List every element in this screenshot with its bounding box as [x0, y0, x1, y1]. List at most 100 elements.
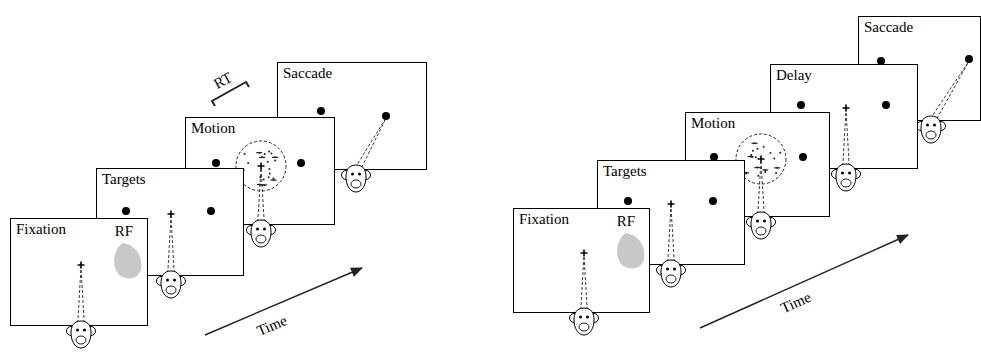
motion-dot	[752, 150, 754, 152]
motion-dot	[755, 156, 757, 158]
gaze-line	[843, 110, 847, 171]
monkey-face	[251, 220, 271, 247]
panel-content	[317, 107, 390, 192]
screen-panel: FixationRF	[10, 218, 148, 326]
motion-dot	[773, 158, 775, 160]
motion-dot	[243, 169, 245, 171]
monkey-head	[657, 260, 686, 287]
screen-panel: Fixation RF	[513, 208, 650, 313]
motion-dot	[268, 150, 270, 152]
panel-content	[877, 55, 973, 143]
choice-target	[207, 207, 215, 215]
gaze-line	[171, 216, 175, 278]
choice-target	[799, 153, 807, 161]
monkey-face	[574, 308, 594, 335]
motion-dot	[247, 162, 249, 164]
monkey-head	[67, 321, 96, 348]
monkey-muzzle	[756, 227, 766, 235]
motion-dot	[244, 153, 246, 155]
monkey-muzzle	[256, 235, 266, 243]
motion-dot	[267, 161, 269, 163]
panel-content	[212, 141, 305, 247]
fixation-point	[258, 163, 265, 170]
motion-dot	[742, 161, 744, 163]
motion-streak	[259, 157, 265, 158]
gaze-line	[584, 255, 588, 315]
monkey-head	[832, 164, 861, 191]
motion-dot	[274, 160, 276, 162]
monkey-muzzle	[579, 323, 589, 331]
gaze-line	[78, 267, 82, 328]
gaze-line	[360, 118, 387, 172]
monkey-eye	[926, 124, 929, 127]
gaze-line	[846, 110, 850, 171]
choice-target	[624, 197, 632, 205]
motion-streak	[748, 156, 754, 157]
motion-dot	[775, 172, 777, 174]
monkey-head	[342, 165, 371, 192]
choice-target	[877, 57, 885, 65]
gaze-line	[168, 216, 172, 278]
monkey-head	[917, 116, 946, 143]
motion-streak	[754, 167, 760, 168]
monkey-eye	[351, 173, 354, 176]
motion-aperture	[736, 134, 786, 184]
monkey-muzzle	[841, 179, 851, 187]
panel-title: Saccade	[283, 65, 332, 82]
monkey-eye	[83, 329, 86, 332]
monkey-eye	[579, 316, 582, 319]
monkey-muzzle	[166, 286, 176, 294]
motion-dot	[763, 146, 765, 148]
monkey-head	[570, 308, 599, 335]
motion-dot	[770, 152, 772, 154]
gaze-line	[258, 168, 262, 227]
motion-dot	[779, 152, 781, 154]
monkey-muzzle	[926, 131, 936, 139]
choice-target	[317, 107, 325, 115]
motion-dot	[757, 175, 759, 177]
motion-streak	[272, 157, 278, 158]
monkey-face	[751, 212, 771, 239]
motion-dot	[268, 168, 270, 170]
motion-dot	[263, 179, 265, 181]
gaze-line	[668, 206, 672, 267]
monkey-face	[661, 260, 681, 287]
monkey-eye	[841, 172, 844, 175]
gaze-line	[81, 267, 85, 328]
gaze-line	[758, 161, 762, 219]
receptive-field	[617, 233, 644, 268]
monkey-eye	[673, 268, 676, 271]
choice-target	[709, 197, 717, 205]
motion-streak	[762, 169, 768, 170]
panel-title: Saccade	[864, 19, 913, 36]
gaze-line	[761, 161, 765, 219]
motion-streak	[743, 172, 749, 173]
motion-dot	[269, 172, 271, 174]
panel-content	[624, 197, 717, 287]
monkey-eye	[166, 279, 169, 282]
choice-target	[797, 101, 805, 109]
choice-target	[297, 159, 305, 167]
panel-content	[67, 243, 142, 348]
monkey-head	[747, 212, 776, 239]
monkey-eye	[358, 173, 361, 176]
monkey-muzzle	[666, 275, 676, 283]
motion-dot	[764, 171, 766, 173]
gaze-line	[261, 168, 265, 227]
gaze-line	[928, 61, 970, 123]
panel-content	[710, 134, 807, 239]
receptive-field	[114, 243, 141, 278]
motion-dot	[272, 178, 274, 180]
monkey-muzzle	[76, 336, 86, 344]
monkey-face	[161, 271, 181, 298]
panel-title: Fixation	[16, 221, 66, 238]
panel-content	[797, 101, 890, 191]
time-label: Time	[254, 312, 289, 340]
panel-title: Motion	[191, 120, 235, 137]
panel-title: Fixation	[519, 211, 569, 228]
monkey-face	[346, 165, 366, 192]
choice-target	[212, 159, 220, 167]
rf-label: RF	[617, 213, 635, 230]
motion-streak	[256, 152, 262, 153]
monkey-muzzle	[351, 180, 361, 188]
